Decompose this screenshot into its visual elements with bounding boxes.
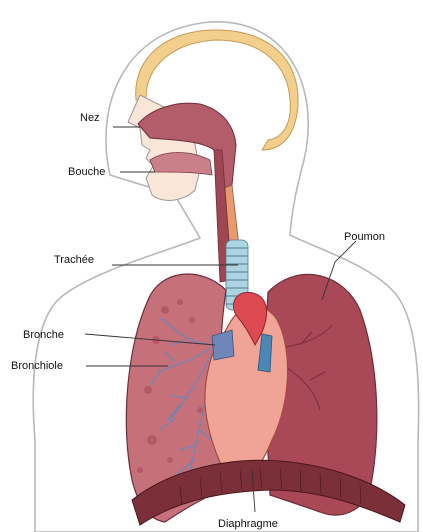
label-bronchus: Bronche [23, 329, 64, 341]
label-trachea: Trachée [54, 254, 94, 266]
label-diaphragm: Diaphragme [218, 518, 278, 530]
label-lung: Poumon [344, 231, 385, 243]
label-bronchiole: Bronchiole [11, 360, 63, 372]
label-nose: Nez [80, 112, 100, 124]
label-mouth: Bouche [68, 166, 105, 178]
